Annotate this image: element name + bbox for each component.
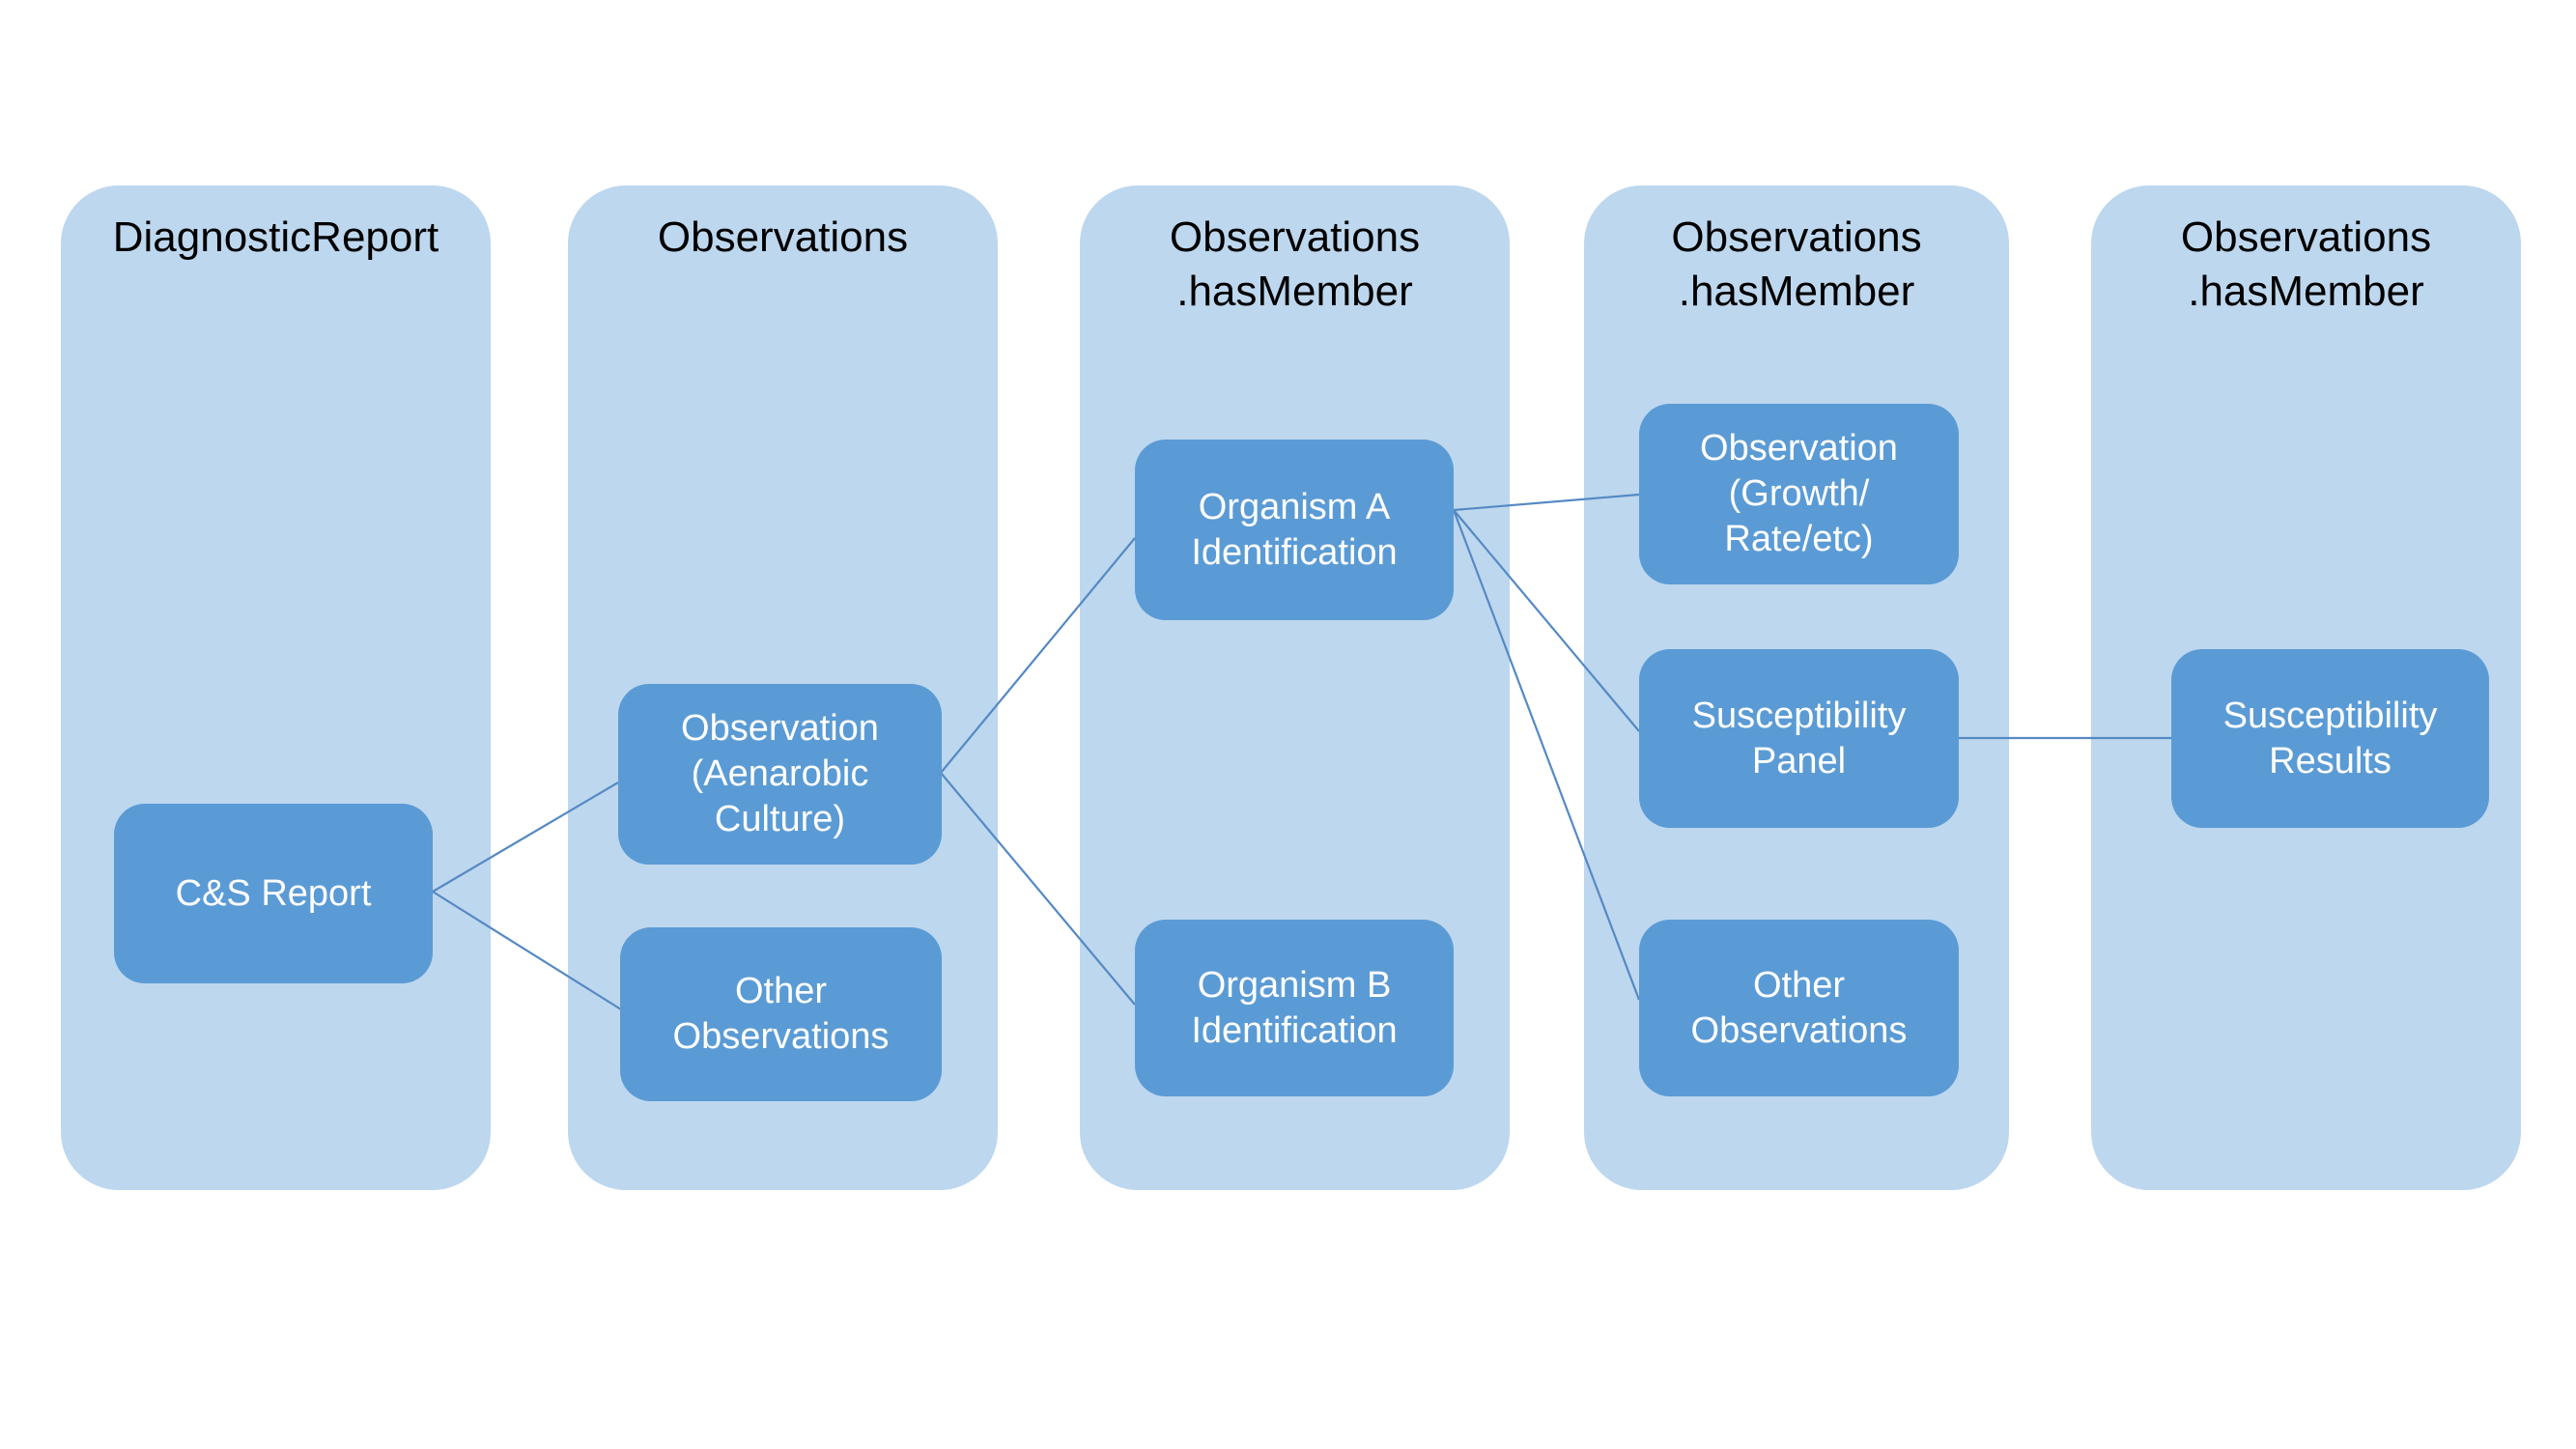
column-title-line: .hasMember (2188, 268, 2424, 315)
node-label: Other Observations (1690, 964, 1908, 1051)
node-label: Organism B Identification (1191, 964, 1398, 1051)
node-other-observations-1: Other Observations (620, 927, 942, 1101)
column-title-observations-hasmember-3: Observations .hasMember (2091, 211, 2521, 319)
node-susceptibility-results: Susceptibility Results (2171, 649, 2489, 828)
node-cs-report: C&S Report (114, 804, 433, 983)
column-title-observations: Observations (568, 211, 998, 265)
node-other-observations-2: Other Observations (1639, 920, 1959, 1096)
node-label: Observation (Growth/ Rate/etc) (1700, 428, 1898, 559)
node-organism-b-identification: Organism B Identification (1135, 920, 1454, 1096)
column-title-observations-hasmember-2: Observations .hasMember (1584, 211, 2009, 319)
column-diagnosticreport: DiagnosticReport (61, 185, 491, 1190)
node-label: Other Observations (672, 971, 890, 1057)
node-organism-a-identification: Organism A Identification (1135, 440, 1454, 620)
node-observation-aenarobic-culture: Observation (Aenarobic Culture) (618, 684, 942, 865)
node-label: Susceptibility Results (2222, 695, 2438, 781)
node-label: C&S Report (175, 872, 372, 914)
column-title-observations-hasmember-1: Observations .hasMember (1080, 211, 1510, 319)
node-observation-growth-rate-etc: Observation (Growth/ Rate/etc) (1639, 404, 1959, 584)
node-label: Organism A Identification (1191, 486, 1398, 573)
column-title-line: Observations (1671, 213, 1922, 261)
node-susceptibility-panel: Susceptibility Panel (1639, 649, 1959, 828)
column-title-line: Observations (1169, 213, 1421, 261)
column-title-diagnosticreport: DiagnosticReport (61, 211, 491, 265)
column-title-line: .hasMember (1678, 268, 1915, 315)
column-title-line: Observations (2180, 213, 2432, 261)
node-label: Susceptibility Panel (1691, 695, 1907, 781)
column-title-line: Observations (657, 213, 909, 261)
column-title-line: DiagnosticReport (112, 213, 439, 261)
node-label: Observation (Aenarobic Culture) (681, 708, 879, 839)
column-title-line: .hasMember (1176, 268, 1413, 315)
